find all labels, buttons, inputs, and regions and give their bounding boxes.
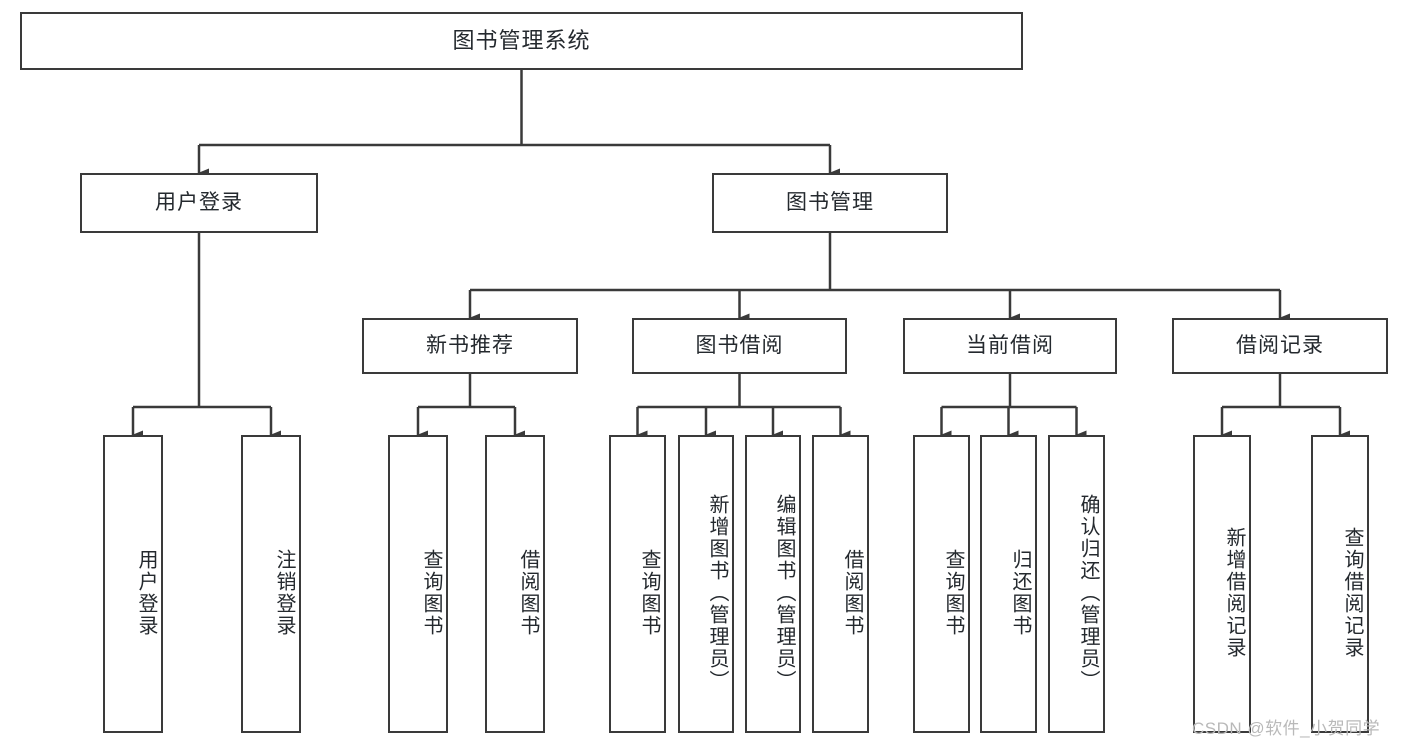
- node-leaf-query-book-1[interactable]: 查询图书: [388, 435, 448, 733]
- node-label: 用户登录: [155, 191, 243, 215]
- node-new-book-rec[interactable]: 新书推荐: [362, 318, 578, 374]
- node-book-borrow[interactable]: 图书借阅: [632, 318, 847, 374]
- node-leaf-add-book[interactable]: 新增图书（管理员）: [678, 435, 734, 733]
- node-leaf-user-login[interactable]: 用户登录: [103, 435, 163, 733]
- node-label: 查询图书: [638, 549, 660, 637]
- node-borrow-record[interactable]: 借阅记录: [1172, 318, 1388, 374]
- node-leaf-query-record[interactable]: 查询借阅记录: [1311, 435, 1369, 733]
- node-leaf-query-book-2[interactable]: 查询图书: [609, 435, 666, 733]
- node-label: 用户登录: [135, 549, 157, 637]
- node-label: 新增图书（管理员）: [706, 494, 728, 692]
- node-label: 新增借阅记录: [1223, 527, 1245, 659]
- node-user-login[interactable]: 用户登录: [80, 173, 318, 233]
- node-label: 查询借阅记录: [1341, 527, 1363, 659]
- node-label: 图书管理系统: [452, 27, 591, 53]
- node-label: 编辑图书（管理员）: [773, 494, 795, 692]
- node-label: 借阅记录: [1236, 334, 1324, 358]
- node-leaf-logout[interactable]: 注销登录: [241, 435, 301, 733]
- node-label: 新书推荐: [426, 334, 514, 358]
- node-label: 查询图书: [942, 549, 964, 637]
- node-leaf-add-record[interactable]: 新增借阅记录: [1193, 435, 1251, 733]
- node-label: 图书管理: [786, 191, 874, 215]
- node-leaf-edit-book[interactable]: 编辑图书（管理员）: [745, 435, 801, 733]
- node-leaf-return-book[interactable]: 归还图书: [980, 435, 1037, 733]
- node-label: 借阅图书: [517, 549, 539, 637]
- node-current-borrow[interactable]: 当前借阅: [903, 318, 1117, 374]
- node-leaf-confirm-return[interactable]: 确认归还（管理员）: [1048, 435, 1105, 733]
- node-leaf-borrow-book-2[interactable]: 借阅图书: [812, 435, 869, 733]
- node-label: 当前借阅: [966, 334, 1054, 358]
- node-leaf-query-book-3[interactable]: 查询图书: [913, 435, 970, 733]
- node-label: 注销登录: [273, 549, 295, 637]
- node-label: 确认归还（管理员）: [1077, 494, 1099, 692]
- csdn-watermark: CSDN @软件_小贺同学: [1192, 719, 1381, 738]
- node-label: 图书借阅: [695, 334, 784, 358]
- node-label: 查询图书: [420, 549, 442, 637]
- node-book-manage[interactable]: 图书管理: [712, 173, 948, 233]
- node-label: 归还图书: [1009, 549, 1031, 637]
- node-root[interactable]: 图书管理系统: [20, 12, 1023, 70]
- node-label: 借阅图书: [841, 549, 863, 637]
- node-leaf-borrow-book-1[interactable]: 借阅图书: [485, 435, 545, 733]
- edge-group: [131, 70, 1350, 440]
